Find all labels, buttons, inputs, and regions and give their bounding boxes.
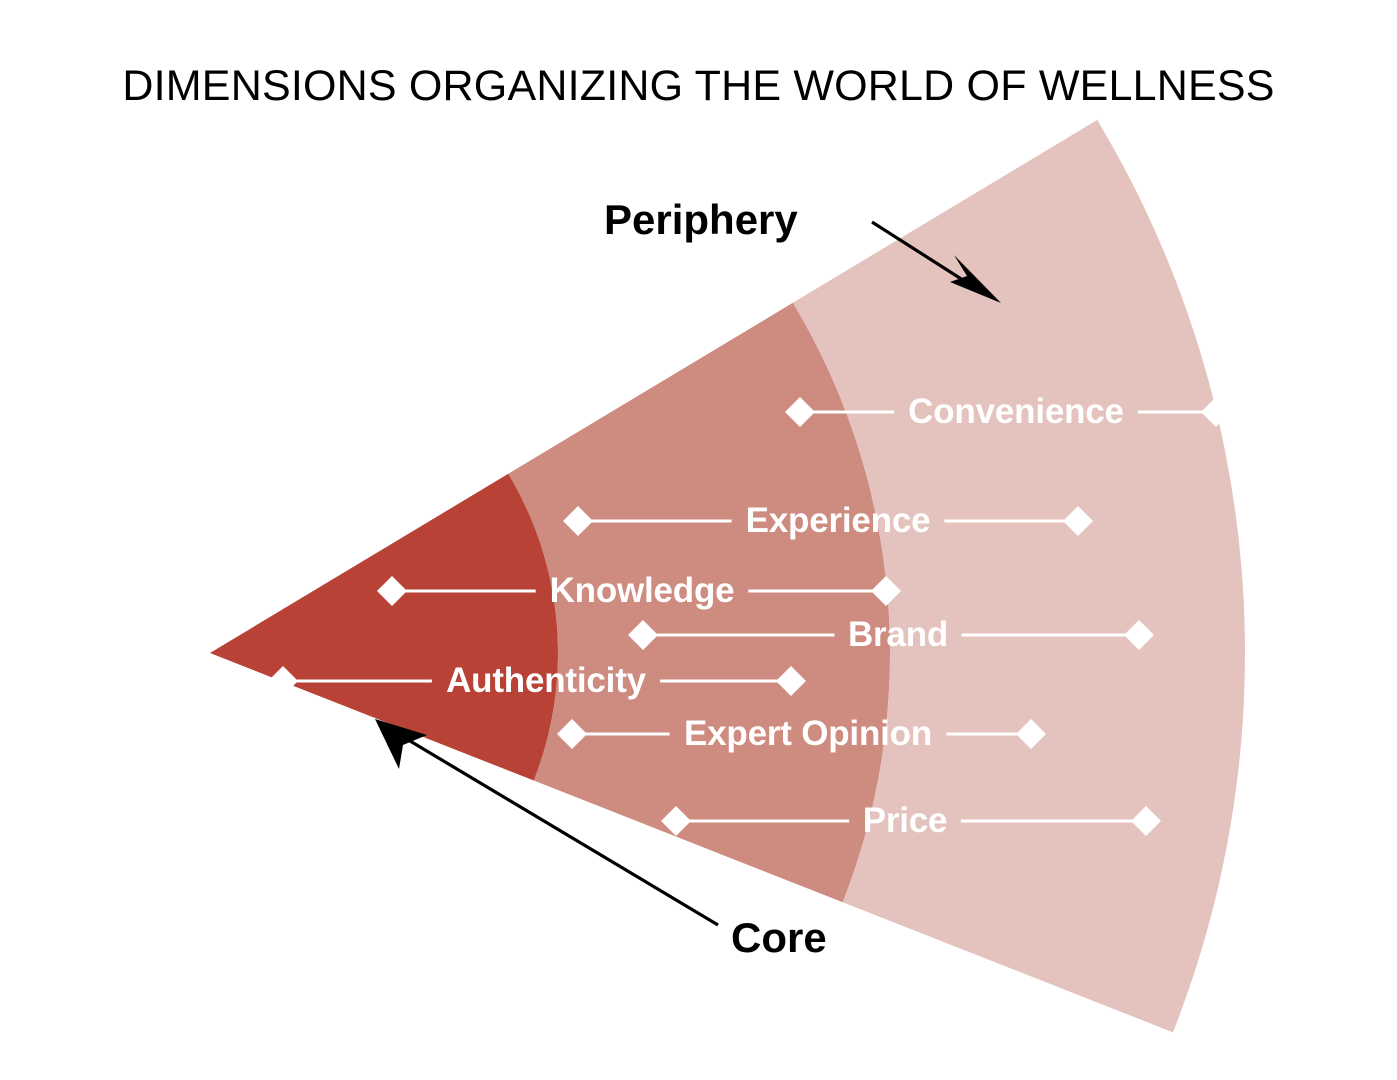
core-arrowhead-icon: [375, 719, 427, 769]
core-leader-line: [399, 733, 719, 927]
dimension-start-diamond-marker[interactable]: [268, 666, 298, 696]
dimension-end-diamond-marker[interactable]: [871, 576, 901, 606]
band-core: [210, 473, 558, 781]
dimension-label: Price: [862, 801, 948, 840]
dimension-label: Brand: [847, 615, 949, 654]
band-periphery: [792, 119, 1245, 1033]
band-middle: [508, 302, 890, 903]
periphery-label: Periphery: [604, 196, 798, 243]
periphery-leader-line: [871, 220, 978, 291]
core-label: Core: [731, 914, 827, 961]
band-group: [210, 119, 1245, 1033]
dimension-end-diamond-marker[interactable]: [1131, 806, 1161, 836]
dimension-label: Knowledge: [549, 571, 735, 610]
dimension-start-diamond-marker[interactable]: [377, 576, 407, 606]
dimension-start-diamond-marker[interactable]: [563, 506, 593, 536]
dimension-end-diamond-marker[interactable]: [1201, 397, 1231, 427]
dimension-start-diamond-marker[interactable]: [628, 620, 658, 650]
connector-group: [283, 410, 1216, 823]
periphery-arrowhead-icon: [950, 255, 1001, 303]
periphery-callout: [871, 220, 1001, 303]
dimension-start-diamond-marker[interactable]: [557, 719, 587, 749]
dimension-end-diamond-marker[interactable]: [1063, 506, 1093, 536]
core-callout: [375, 719, 719, 927]
dimension-label: Expert Opinion: [683, 714, 933, 753]
dimension-label: Experience: [745, 501, 931, 540]
dimension-label: Authenticity: [446, 661, 646, 700]
dimension-end-diamond-marker[interactable]: [1124, 620, 1154, 650]
dimension-end-diamond-marker[interactable]: [776, 666, 806, 696]
dimension-end-diamond-marker[interactable]: [1016, 719, 1046, 749]
dimension-label: Convenience: [908, 392, 1124, 431]
dimension-start-diamond-marker[interactable]: [785, 397, 815, 427]
marker-group: [268, 397, 1231, 836]
page-title: DIMENSIONS ORGANIZING THE WORLD OF WELLN…: [122, 62, 1275, 110]
dimension-start-diamond-marker[interactable]: [661, 806, 691, 836]
